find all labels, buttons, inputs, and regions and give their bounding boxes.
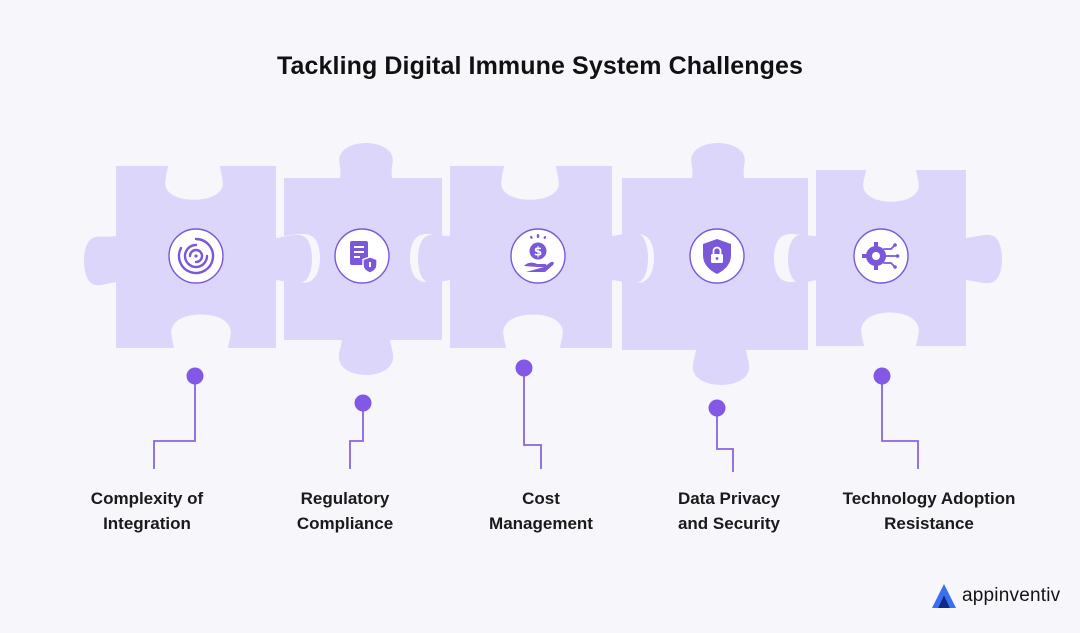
- privacy-lock-shield-icon: [703, 239, 731, 274]
- connector-4: [716, 408, 734, 472]
- connector-dot-1: [186, 367, 204, 385]
- label-regulatory-compliance: Regulatory Compliance: [296, 489, 394, 533]
- connector-1: [153, 376, 196, 469]
- connector-2: [349, 403, 364, 469]
- connector-dot-5: [873, 367, 891, 385]
- label-data-privacy-and-security: Data Privacy and Security: [677, 489, 781, 533]
- connector-dot-2: [354, 394, 372, 412]
- integration-maze-icon: [177, 237, 215, 275]
- connector-dot-3: [515, 359, 533, 377]
- technology-gear-circuit-icon: [862, 242, 900, 270]
- cost-coin-hand-icon: $: [524, 234, 554, 272]
- label-technology-adoption-resistance: Technology Adoption Resistance: [842, 489, 1016, 533]
- compliance-document-shield-icon: [350, 241, 378, 274]
- appinventiv-logo-icon: [932, 584, 956, 608]
- svg-text:$: $: [534, 245, 542, 259]
- connector-3: [523, 368, 542, 469]
- connector-dot-4: [708, 399, 726, 417]
- brand-name: appinventiv: [962, 585, 1061, 606]
- brand-logo: appinventiv: [930, 580, 1060, 612]
- label-complexity-of-integration: Complexity of Integration: [90, 489, 204, 533]
- label-cost-management: Cost Management: [489, 489, 593, 533]
- connector-5: [881, 376, 919, 469]
- page-title: Tackling Digital Immune System Challenge…: [277, 52, 803, 80]
